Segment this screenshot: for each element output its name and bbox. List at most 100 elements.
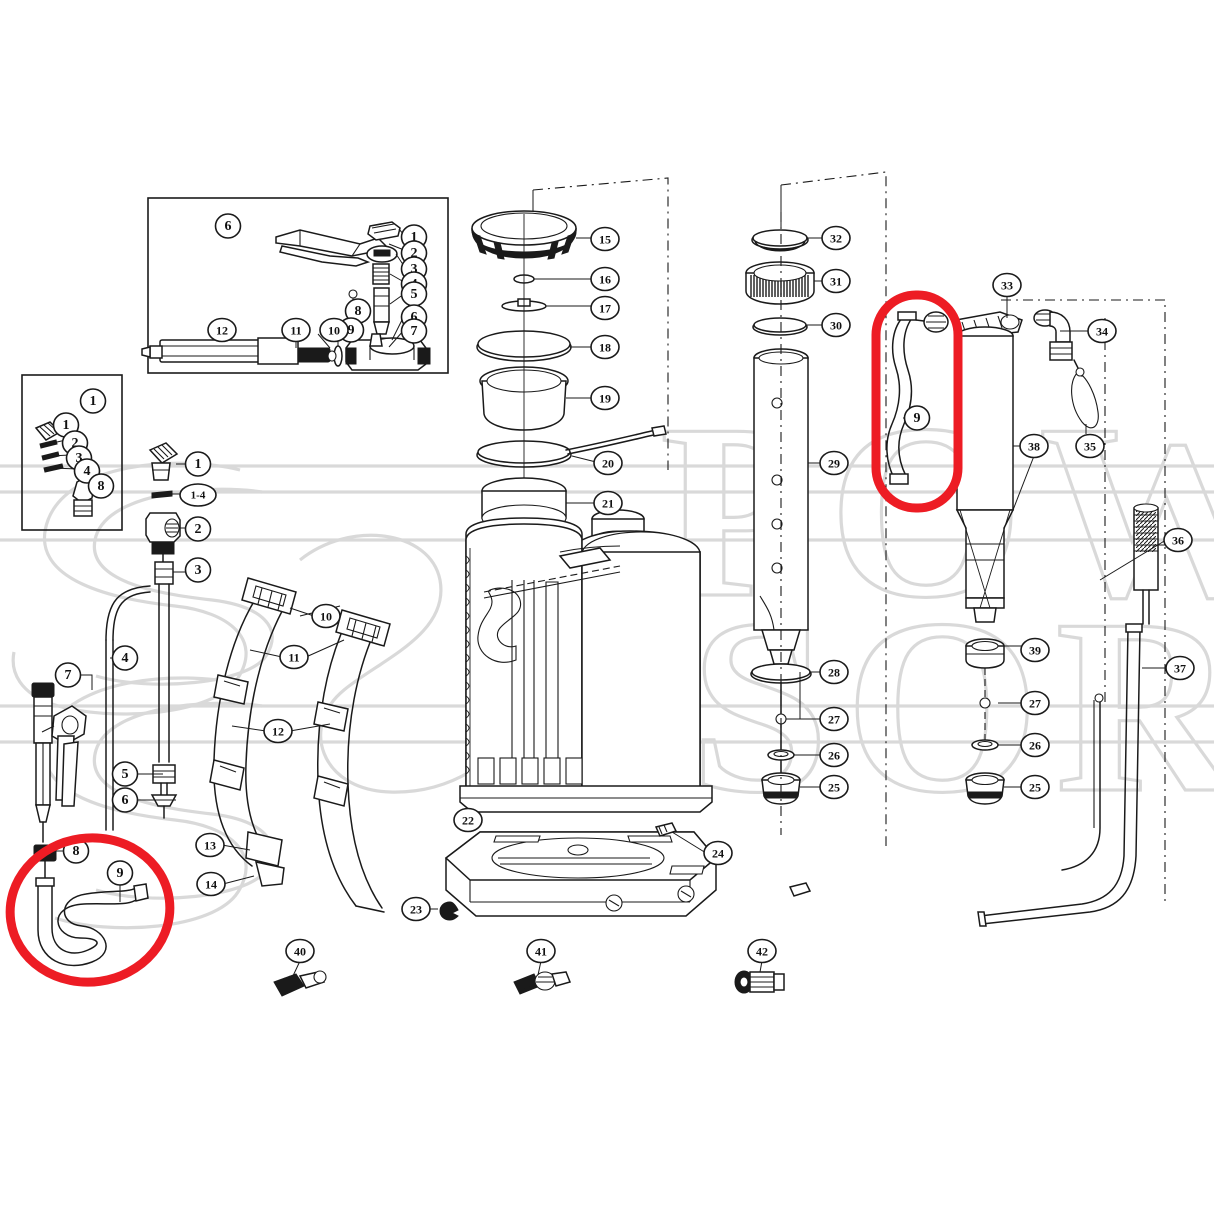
callout-bubble [590, 226, 620, 252]
callout-number: 3 [76, 451, 83, 466]
callout-bubble [196, 871, 226, 897]
callout-bubble [1020, 637, 1050, 663]
callout-20: 20 [593, 450, 623, 476]
callout-layer: 612345678910111211234811-423475689101112… [52, 213, 1195, 964]
callout-13: 13 [195, 832, 225, 858]
callout-bubble [400, 318, 428, 344]
callout-42: 42 [747, 938, 777, 964]
callout-bubble [279, 644, 309, 670]
callout-8: 8 [87, 473, 115, 499]
callout-number: 9 [117, 866, 124, 881]
callout-25: 25 [1020, 774, 1050, 800]
callout-number: 8 [73, 844, 80, 859]
callout-bubble [179, 483, 217, 507]
callout-number: 20 [602, 457, 614, 471]
callout-bubble [1163, 527, 1193, 553]
callout-number: 34 [1096, 325, 1108, 339]
callout-number: 15 [599, 233, 611, 247]
callout-bubble [453, 807, 483, 833]
callout-bubble [819, 742, 849, 768]
callout-number: 27 [828, 713, 840, 727]
nozzle-detail-box [21, 374, 123, 531]
callout-11: 11 [281, 317, 311, 343]
callout-bubble [311, 603, 341, 629]
callout-bubble [703, 840, 733, 866]
callout-16: 16 [590, 266, 620, 292]
callout-7: 7 [54, 662, 82, 688]
callout-bubble [195, 832, 225, 858]
shoulder-straps [209, 577, 391, 913]
callout-3: 3 [184, 557, 212, 583]
callout-33: 33 [992, 272, 1022, 298]
callout-number: 7 [411, 324, 418, 339]
callout-number: 27 [1029, 697, 1041, 711]
callout-bubble [821, 312, 851, 338]
callout-bubble [1020, 690, 1050, 716]
callout-bubble [214, 213, 242, 239]
callout-bubble [184, 557, 212, 583]
callout-bubble [526, 938, 556, 964]
main-tank [459, 477, 713, 813]
callout-1-4: 1-4 [179, 483, 217, 507]
callout-number: 2 [411, 246, 418, 261]
callout-number: 41 [535, 945, 547, 959]
callout-36: 36 [1163, 527, 1193, 553]
callout-number: 6 [122, 793, 129, 808]
callout-bubble [319, 317, 349, 343]
callout-number: 2 [72, 436, 79, 451]
callout-30: 30 [821, 312, 851, 338]
callout-bubble [819, 774, 849, 800]
callout-25: 25 [819, 774, 849, 800]
left-column-fittings [105, 442, 181, 831]
callout-bubble [281, 317, 311, 343]
callout-12: 12 [207, 317, 237, 343]
callout-number: 12 [272, 725, 284, 739]
callout-17: 17 [590, 295, 620, 321]
callout-number: 9 [348, 323, 355, 338]
callout-7: 7 [400, 318, 428, 344]
callout-18: 18 [590, 334, 620, 360]
callout-bubble [590, 334, 620, 360]
callout-number: 28 [828, 666, 840, 680]
highlight-item-9-left [5, 833, 175, 987]
callout-bubble [992, 272, 1022, 298]
callout-41: 41 [526, 938, 556, 964]
callout-number: 38 [1028, 440, 1040, 454]
callout-bubble [590, 385, 620, 411]
callout-11: 11 [279, 644, 309, 670]
callout-number: 32 [830, 232, 842, 246]
callout-bubble [184, 451, 212, 477]
callout-number: 23 [410, 903, 422, 917]
callout-5: 5 [111, 761, 139, 787]
callout-number: 24 [712, 847, 724, 861]
callout-bubble [106, 860, 134, 886]
callout-number: 1 [63, 418, 70, 433]
callout-10: 10 [319, 317, 349, 343]
callout-number: 33 [1001, 279, 1013, 293]
leader-lines [56, 228, 1168, 979]
highlight-item-9-right [871, 290, 963, 513]
callout-27: 27 [819, 706, 849, 732]
callout-number: 6 [225, 219, 232, 234]
callout-14: 14 [196, 871, 226, 897]
callout-bubble [819, 706, 849, 732]
callout-number: 8 [355, 304, 362, 319]
callout-number: 19 [599, 392, 611, 406]
callout-number: 12 [216, 324, 228, 338]
callout-bubble [111, 645, 139, 671]
callout-number: 7 [65, 668, 72, 683]
callout-number: 18 [599, 341, 611, 355]
callout-24: 24 [703, 840, 733, 866]
callout-9: 9 [903, 405, 931, 431]
callout-bubble [1019, 433, 1049, 459]
callout-bubble [903, 405, 931, 431]
callout-number: 36 [1172, 534, 1184, 548]
callout-number: 30 [830, 319, 842, 333]
nozzle-41 [513, 971, 572, 995]
callout-40: 40 [285, 938, 315, 964]
callout-number: 16 [599, 273, 611, 287]
callout-bubble [111, 787, 139, 813]
callout-bubble [1075, 433, 1105, 459]
